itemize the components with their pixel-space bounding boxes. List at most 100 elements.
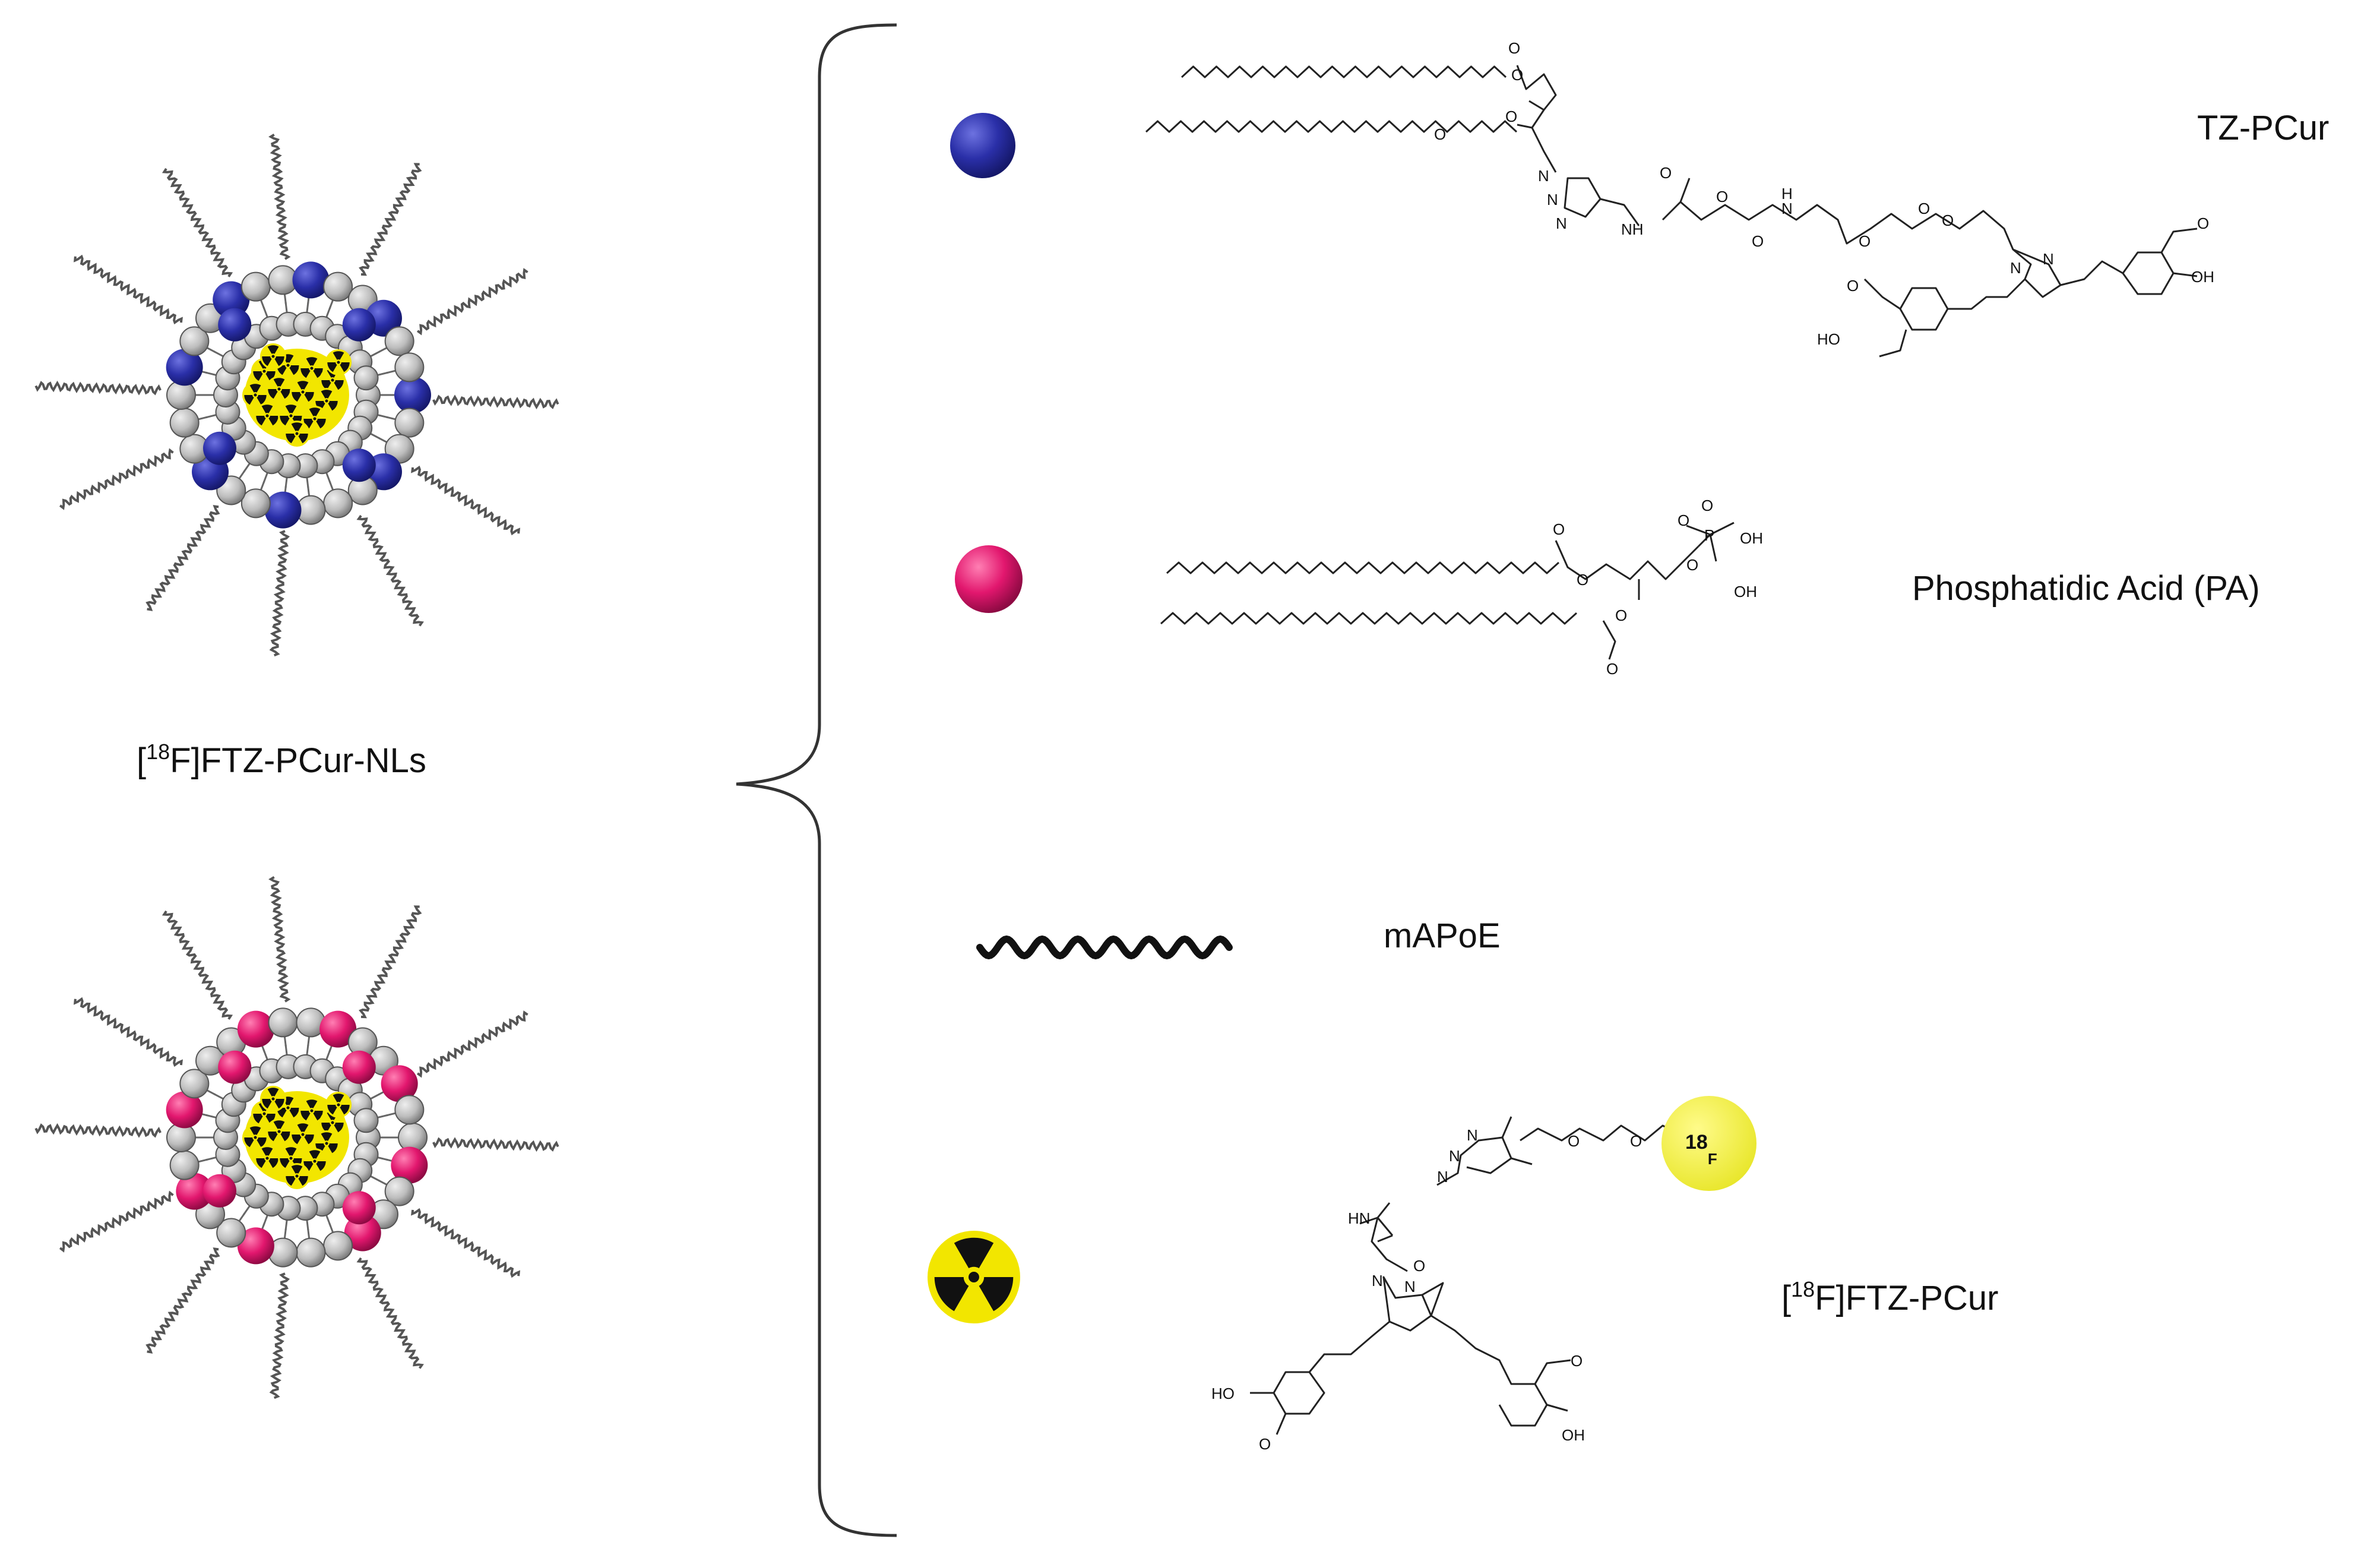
radiation-symbol-icon [928, 1231, 1020, 1323]
surface-lipid [394, 1095, 425, 1125]
mapoe-chain [145, 1247, 220, 1354]
svg-text:O: O [1577, 571, 1588, 589]
svg-text:OH: OH [1734, 583, 1757, 601]
mapoe-chain [74, 997, 183, 1067]
tz-pcur-structure: O O O O N N N NH O O O H N O O O N N O H… [1145, 39, 2214, 358]
mapoe-chain [145, 505, 220, 611]
surface-lipid [323, 271, 353, 302]
svg-text:O: O [1508, 39, 1520, 57]
surface-lipid [394, 407, 425, 438]
svg-text:P: P [1704, 526, 1714, 544]
surface-lipid-colored [319, 1010, 357, 1048]
svg-text:O: O [1686, 556, 1698, 574]
nanoliposome-label: [18F]FTZ-PCur-NLs [137, 740, 426, 780]
svg-text:O: O [1918, 200, 1930, 217]
mapoe-chain [34, 1123, 162, 1138]
svg-text:HN: HN [1348, 1209, 1371, 1227]
surface-lipid [296, 1237, 326, 1268]
mapoe-chain [268, 876, 291, 1003]
mapoe-chain [59, 1190, 174, 1253]
mapoe-chain [416, 1010, 528, 1078]
svg-text:N: N [1404, 1278, 1416, 1295]
mapoe-chain [268, 133, 291, 260]
svg-text:O: O [1660, 164, 1672, 182]
surface-lipid [268, 1007, 298, 1038]
fluorine-18-marker [1661, 1096, 1756, 1191]
mapoe-chain [74, 254, 183, 325]
svg-text:O: O [1553, 520, 1565, 538]
surface-lipid [240, 488, 271, 519]
svg-text:O: O [1505, 108, 1517, 125]
svg-text:N: N [1449, 1147, 1460, 1165]
svg-text:N: N [1467, 1126, 1478, 1144]
nanoliposome-tz-pcur [34, 133, 559, 657]
legend-label-tz-pcur: TZ-PCur [2197, 109, 2329, 147]
surface-lipid-colored [166, 1091, 203, 1129]
surface-lipid-colored [237, 1010, 274, 1048]
svg-text:O: O [1859, 232, 1871, 250]
svg-text:HO: HO [1211, 1385, 1235, 1402]
svg-text:OH: OH [1740, 529, 1763, 547]
svg-text:O: O [1434, 125, 1446, 143]
surface-lipid-colored [166, 349, 203, 386]
legend-label-pa: Phosphatidic Acid (PA) [1912, 569, 2260, 608]
svg-text:H: H [1781, 185, 1793, 203]
mapoe-chain [416, 268, 528, 336]
svg-text:O: O [1942, 211, 1954, 229]
surface-lipid-colored [237, 1227, 274, 1265]
mapoe-chain [59, 448, 174, 510]
wavy-line-icon [976, 935, 1233, 960]
blue-sphere-icon [950, 113, 1015, 178]
svg-text:NH: NH [1621, 220, 1644, 238]
svg-text:OH: OH [1562, 1426, 1585, 1444]
mapoe-chain [356, 1257, 424, 1369]
svg-text:O: O [1701, 497, 1713, 514]
radioactive-core [242, 1086, 352, 1189]
surface-lipid [169, 407, 200, 438]
pa-structure: O O O O P OH OH O O O [1160, 497, 1763, 678]
svg-text:N: N [1781, 200, 1793, 217]
surface-lipid-colored [381, 1065, 418, 1102]
surface-lipid-colored [264, 491, 302, 529]
svg-text:O: O [1259, 1435, 1271, 1453]
fluorine-18-label: 18F [1685, 1131, 1717, 1168]
svg-text:O: O [1615, 606, 1627, 624]
svg-text:O: O [1630, 1132, 1642, 1150]
legend-label-ftz-pcur: [18F]FTZ-PCur [1781, 1277, 1998, 1317]
svg-text:O: O [1847, 277, 1859, 295]
mapoe-chain [269, 1272, 290, 1399]
mapoe-chain [162, 168, 233, 277]
ftz-pcur-structure: N N N O O HN O N N HO O O OH 18F [1211, 1096, 1756, 1453]
surface-lipid [216, 1218, 246, 1248]
svg-text:O: O [1752, 232, 1764, 250]
legend-label-mapoe: mAPoE [1384, 917, 1501, 955]
surface-lipid [179, 326, 210, 356]
mapoe-chain [34, 380, 162, 396]
mapoe-chain [432, 394, 559, 410]
mapoe-chain [359, 163, 422, 276]
mapoe-chain [356, 514, 424, 627]
surface-lipid [323, 1231, 353, 1261]
surface-lipid [384, 1176, 414, 1206]
mapoe-chain [269, 530, 290, 657]
mapoe-chain [411, 465, 520, 536]
svg-text:O: O [1571, 1352, 1583, 1370]
mapoe-chain [359, 905, 422, 1019]
nanoliposome-pa [34, 876, 559, 1399]
surface-lipid-colored [344, 1214, 381, 1252]
svg-text:O: O [2197, 214, 2209, 232]
svg-text:O: O [1606, 660, 1618, 678]
svg-text:N: N [2010, 259, 2021, 277]
surface-lipid [394, 352, 425, 383]
surface-lipid-colored [394, 377, 431, 413]
surface-lipid-colored [391, 1146, 428, 1184]
surface-lipid [169, 1150, 200, 1180]
surface-lipid [179, 1069, 210, 1099]
radioactive-core [242, 343, 352, 447]
svg-text:O: O [1413, 1257, 1425, 1275]
mapoe-chain [432, 1137, 559, 1152]
svg-text:N: N [1538, 167, 1549, 185]
surface-lipid-colored [213, 281, 250, 318]
svg-text:O: O [1678, 511, 1689, 529]
